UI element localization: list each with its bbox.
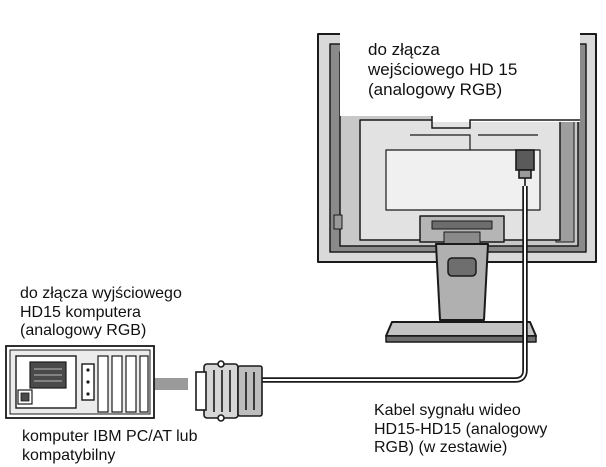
cable-label-line: Kabel sygnału wideo	[374, 402, 521, 419]
computer	[5, 345, 155, 419]
computer-label: komputer IBM PC/AT lub kompatybilny	[22, 428, 197, 465]
computer-output-label-line: (analogowy RGB)	[20, 322, 147, 339]
cable-label: Kabel sygnału wideo HD15-HD15 (analogowy…	[374, 402, 547, 458]
computer-label-line: komputer IBM PC/AT lub	[22, 428, 198, 445]
cable-label-line: RGB) (w zestawie)	[374, 439, 508, 456]
monitor-stand-neck	[435, 243, 489, 321]
monitor-input-label-line: (analogowy RGB)	[368, 80, 503, 99]
computer-output-label: do złącza wyjściowego HD15 komputera (an…	[20, 285, 182, 341]
monitor-hd15-connector	[515, 149, 535, 186]
computer-output-label-line: HD15 komputera	[20, 303, 141, 321]
computer-output-label-line: do złącza wyjściowego	[20, 285, 182, 302]
computer-label-line: kompatybilny	[22, 446, 116, 464]
cable-label-line: HD15-HD15 (analogowy	[374, 420, 548, 438]
monitor-input-label-line: wejściowego HD 15	[368, 60, 518, 79]
monitor-stand-base	[385, 321, 537, 337]
monitor-input-label-line: do złącza	[368, 40, 440, 59]
monitor-label-sheet	[340, 5, 580, 122]
monitor-input-label: do złącza wejściowego HD 15 (analogowy R…	[368, 40, 517, 100]
cable-plug	[195, 360, 263, 422]
